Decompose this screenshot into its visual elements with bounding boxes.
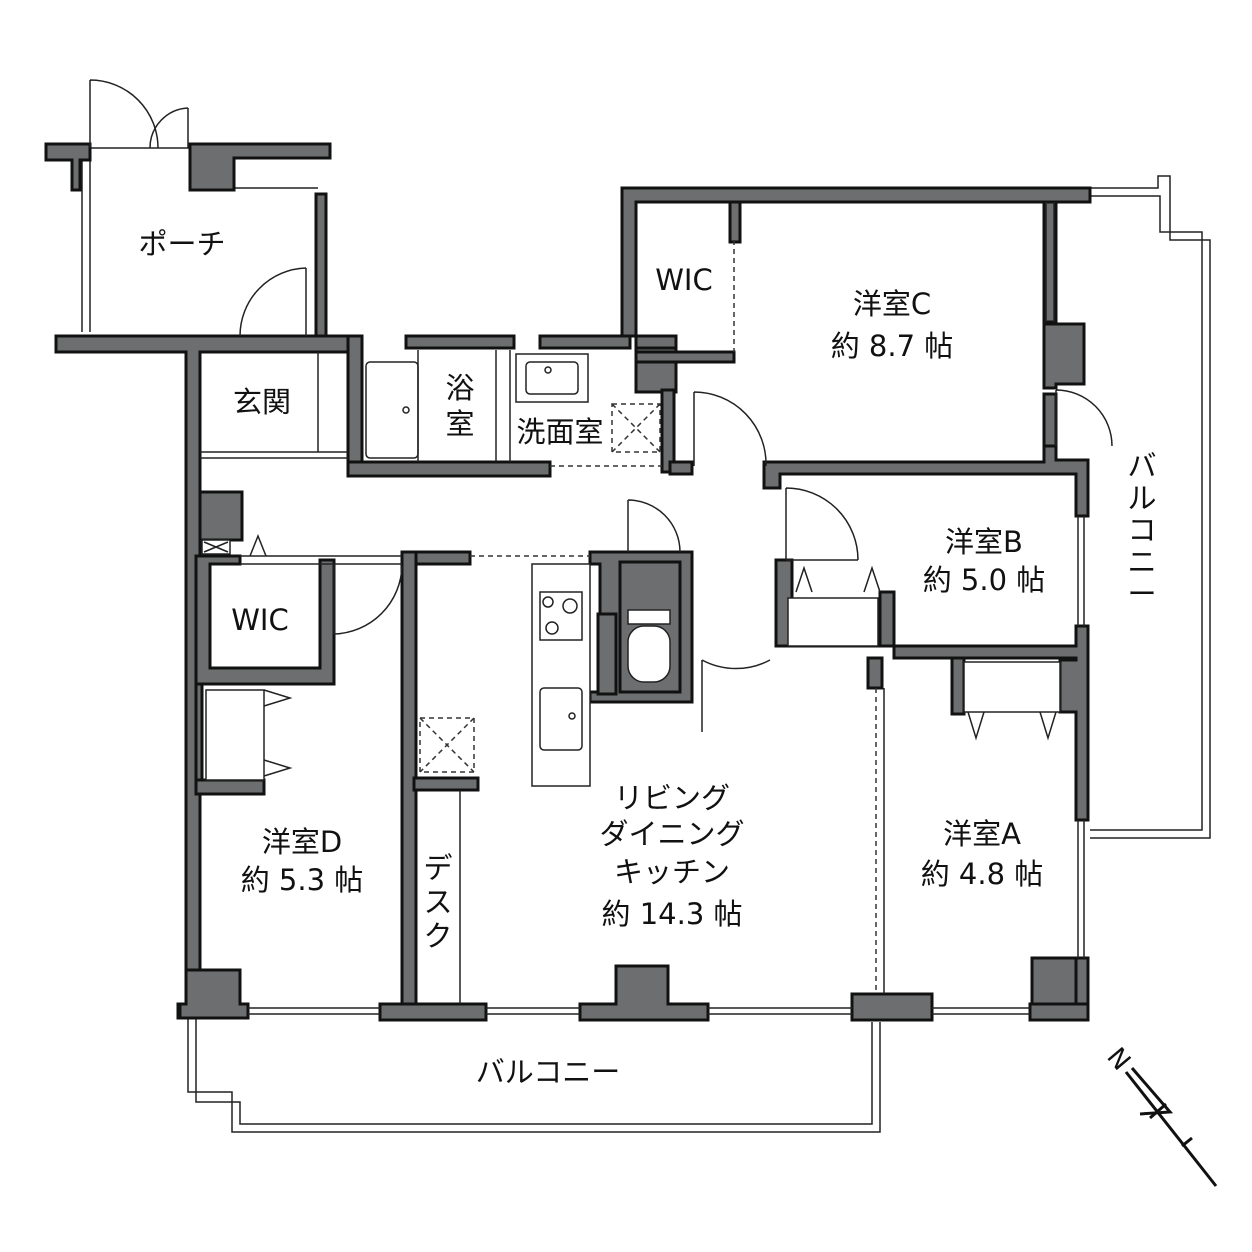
room-c-name: 洋室C bbox=[853, 287, 931, 321]
balcony-right-label-4: ニ bbox=[1127, 545, 1156, 579]
bath-label-1: 浴 bbox=[445, 371, 474, 405]
ldk-line-2: ダイニング bbox=[599, 817, 744, 851]
north-label: N bbox=[1101, 1042, 1136, 1076]
walls bbox=[44, 142, 1092, 1022]
desk-label-3: ク bbox=[423, 919, 452, 953]
porch-label: ポーチ bbox=[138, 227, 225, 261]
room-c-size: 約 8.7 帖 bbox=[831, 329, 954, 363]
window-lines bbox=[200, 202, 1085, 1015]
bath-label-2: 室 bbox=[445, 407, 474, 441]
room-d-name: 洋室D bbox=[262, 825, 342, 859]
room-b-name: 洋室B bbox=[945, 525, 1023, 559]
balcony-right-label-1: バ bbox=[1127, 449, 1156, 483]
balcony-right-label-2: ル bbox=[1127, 481, 1156, 515]
room-a-name: 洋室A bbox=[943, 817, 1021, 851]
desk-label-2: ス bbox=[423, 885, 452, 919]
ldk-size: 約 14.3 帖 bbox=[601, 897, 742, 931]
balcony-right-label-5: ー bbox=[1127, 577, 1156, 611]
wic-lower-label: WIC bbox=[231, 603, 288, 637]
wic-upper-label: WIC bbox=[655, 263, 712, 297]
entrance-label: 玄関 bbox=[233, 385, 291, 419]
doors bbox=[89, 79, 1113, 732]
balcony-bottom-label: バルコニー bbox=[476, 1055, 620, 1089]
fixtures bbox=[205, 350, 1061, 787]
room-b-size: 約 5.0 帖 bbox=[923, 563, 1046, 597]
porch-outline bbox=[81, 147, 318, 332]
balcony-right-outline bbox=[1090, 175, 1211, 839]
ldk-line-1: リビング bbox=[614, 781, 730, 815]
ldk-line-3: キッチン bbox=[614, 855, 730, 889]
desk-label-1: デ bbox=[423, 851, 452, 885]
room-d-size: 約 5.3 帖 bbox=[241, 863, 364, 897]
balcony-bottom-outline bbox=[187, 1018, 881, 1133]
room-a-size: 約 4.8 帖 bbox=[921, 857, 1044, 891]
washroom-label: 洗面室 bbox=[516, 415, 603, 449]
compass: N bbox=[1101, 1042, 1218, 1187]
balcony-right-label-3: コ bbox=[1127, 513, 1156, 547]
